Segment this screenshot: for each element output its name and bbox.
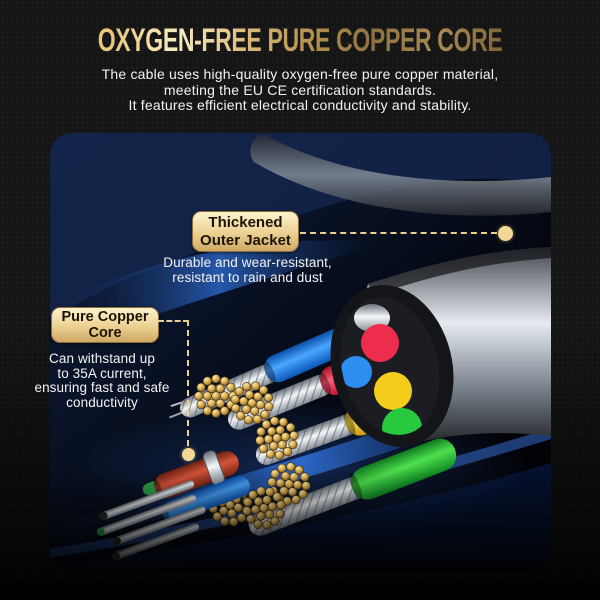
- callout-dot-thickened-outer-jacket: [498, 226, 513, 241]
- callout-label-thickened-outer-jacket: Thickened Outer Jacket: [192, 211, 299, 252]
- header: OXYGEN-FREE PURE COPPER CORE: [0, 22, 600, 58]
- cable-illustration: [50, 133, 551, 573]
- callout-leader-thickened-outer-jacket: [300, 232, 497, 234]
- callout-label-pure-copper-core: Pure Copper Core: [51, 307, 159, 343]
- callout-leader-h-pure-copper-core: [158, 320, 189, 322]
- callout-desc-thickened-outer-jacket: Durable and wear-resistant, resistant to…: [163, 255, 332, 285]
- jacket-opening-wires: [340, 304, 422, 446]
- callout-dot-pure-copper-core: [182, 448, 195, 461]
- callout-leader-v-pure-copper-core: [187, 320, 189, 446]
- cable-outer-jacket: [330, 247, 551, 447]
- callout-desc-pure-copper-core: Can withstand up to 35A current, ensurin…: [34, 351, 170, 410]
- page-title: OXYGEN-FREE PURE COPPER CORE: [97, 22, 503, 58]
- page-subtitle: The cable uses high-quality oxygen-free …: [101, 66, 499, 113]
- bottom-fade: [50, 468, 551, 573]
- cable-photo-panel: [50, 133, 551, 573]
